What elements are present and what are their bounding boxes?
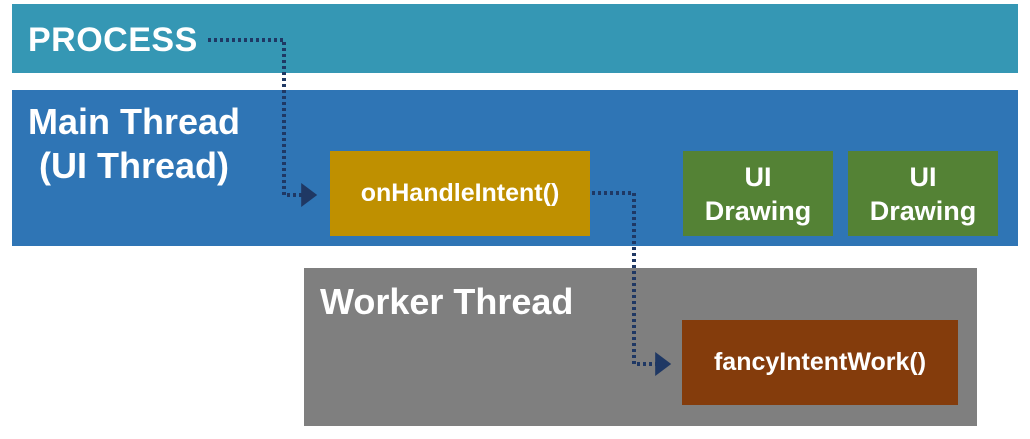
ui-drawing-box-1: UI Drawing — [683, 151, 833, 236]
process-band: PROCESS — [12, 4, 1018, 73]
ui-drawing-1-line2: Drawing — [704, 195, 812, 226]
on-handle-intent-label: onHandleIntent() — [360, 179, 560, 207]
worker-thread-label: Worker Thread — [320, 281, 574, 322]
main-thread-label: Main Thread (UI Thread) — [28, 101, 241, 186]
on-handle-intent-box: onHandleIntent() — [330, 151, 590, 236]
process-label: PROCESS — [28, 21, 198, 59]
ui-drawing-2-line2: Drawing — [869, 195, 977, 226]
fancy-intent-work-box: fancyIntentWork() — [682, 320, 958, 405]
ui-drawing-1-line1: UI — [744, 161, 772, 192]
ui-drawing-2-line1: UI — [909, 161, 937, 192]
fancy-intent-work-label: fancyIntentWork() — [713, 348, 927, 376]
ui-drawing-box-2: UI Drawing — [848, 151, 998, 236]
